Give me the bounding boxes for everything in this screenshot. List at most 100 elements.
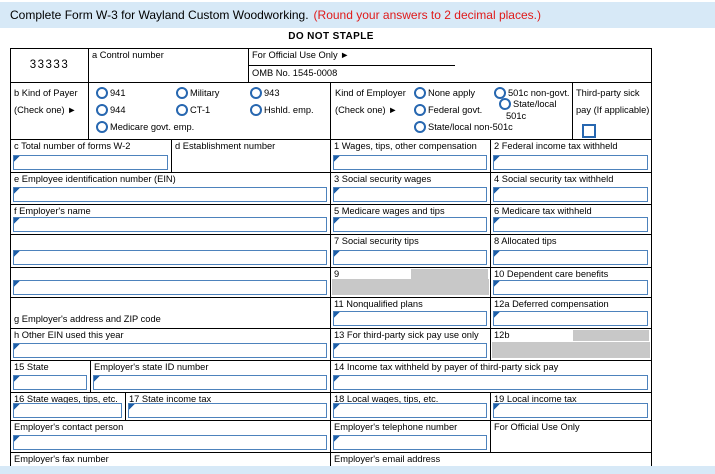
box-c-input[interactable] [13, 155, 168, 170]
cell-box-4: 4 Social security tax withheld [490, 172, 652, 205]
box-2-input[interactable] [493, 155, 648, 170]
state-id-number-input[interactable] [93, 375, 327, 390]
payer-option-943[interactable]: 943 [250, 87, 280, 99]
kind-of-employer-line2: (Check one) ► [335, 105, 398, 115]
box-f-input[interactable] [13, 217, 327, 232]
cell-box-17: 17 State income tax [125, 392, 331, 421]
employer-option-state-local-501c[interactable]: State/local [499, 98, 556, 110]
state-id-number-label: Employer's state ID number [94, 362, 209, 372]
box-11-label: 11 Nonqualified plans [334, 299, 423, 309]
telephone-number-label: Employer's telephone number [334, 422, 458, 432]
cell-box-16: 16 State wages, tips, etc. [10, 392, 126, 421]
box-h-input[interactable] [13, 343, 327, 358]
form-code: 33333 [29, 59, 70, 71]
employer-option-501c-non-govt[interactable]: 501c non-govt. [494, 87, 570, 99]
box-16-input[interactable] [13, 403, 122, 418]
control-number-label: a Control number [92, 50, 164, 60]
employer-option-federal-govt-label: Federal govt. [428, 105, 483, 115]
box-9-label: 9 [334, 269, 340, 279]
payer-option-941[interactable]: 941 [96, 87, 126, 99]
kind-of-payer-line1: b Kind of Payer [14, 88, 78, 98]
box-17-label: 17 State income tax [129, 394, 212, 404]
box-9-disabled-area [332, 279, 489, 295]
box-7-input[interactable] [333, 250, 487, 265]
payer-option-medicare[interactable]: Medicare govt. emp. [96, 121, 194, 133]
cell-box-14: 14 Income tax withheld by payer of third… [330, 360, 652, 393]
cell-official-use-top: For Official Use Only ► OMB No. 1545-000… [248, 48, 652, 83]
box-10-input[interactable] [493, 280, 648, 295]
box-12b-label: 12b [494, 330, 510, 340]
payer-option-ct1[interactable]: CT-1 [176, 104, 210, 116]
radio-icon [414, 87, 426, 99]
radio-icon [414, 104, 426, 116]
box-c-label: c Total number of forms W-2 [14, 141, 131, 151]
box-13-label: 13 For third-party sick pay use only [334, 330, 479, 340]
box-17-input[interactable] [128, 403, 327, 418]
payer-option-944[interactable]: 944 [96, 104, 126, 116]
cell-official-use-bottom: For Official Use Only [490, 420, 652, 453]
payer-option-944-label: 944 [110, 105, 126, 115]
cell-employer-address-line [10, 267, 331, 298]
box-14-input[interactable] [333, 375, 648, 390]
employer-option-state-non-501c[interactable]: State/local non-501c [414, 121, 513, 133]
employer-option-federal-govt[interactable]: Federal govt. [414, 104, 482, 116]
radio-icon [414, 121, 426, 133]
email-address-label: Employer's email address [334, 454, 441, 464]
cell-contact-person: Employer's contact person [10, 420, 331, 453]
instruction-text: Complete Form W-3 for Wayland Custom Woo… [10, 8, 309, 22]
box-3-input[interactable] [333, 187, 487, 202]
cell-box-c: c Total number of forms W-2 [10, 139, 172, 173]
third-party-sick-pay-checkbox[interactable] [582, 124, 596, 138]
employer-option-none-apply-label: None apply [428, 88, 476, 98]
cell-kind-of-payer-options: 941 Military 943 944 CT-1 Hshld. emp. Me… [88, 82, 331, 140]
employer-address-input[interactable] [13, 280, 327, 295]
contact-person-input[interactable] [13, 435, 327, 450]
box-12a-input[interactable] [493, 311, 648, 326]
cell-kind-of-employer: Kind of Employer (Check one) ► None appl… [330, 82, 573, 140]
payer-option-941-label: 941 [110, 88, 126, 98]
employer-option-none-apply[interactable]: None apply [414, 87, 475, 99]
box-e-label: e Employee identification number (EIN) [14, 174, 176, 184]
box-1-input[interactable] [333, 155, 487, 170]
radio-icon [250, 104, 262, 116]
cell-control-number: a Control number [88, 48, 249, 83]
radio-icon [499, 98, 511, 110]
cell-box-8: 8 Allocated tips [490, 234, 652, 268]
cell-kind-of-payer-label: b Kind of Payer (Check one) ► [10, 82, 89, 140]
cell-box-7: 7 Social security tips [330, 234, 491, 268]
official-use-label: For Official Use Only ► [252, 50, 350, 60]
payer-option-hshld[interactable]: Hshld. emp. [250, 104, 314, 116]
box-11-input[interactable] [333, 311, 487, 326]
box-5-label: 5 Medicare wages and tips [334, 206, 445, 216]
box-8-input[interactable] [493, 250, 648, 265]
box-18-input[interactable] [333, 403, 487, 418]
instruction-bar: Complete Form W-3 for Wayland Custom Woo… [0, 2, 715, 28]
cell-box-11: 11 Nonqualified plans [330, 297, 491, 329]
box-6-label: 6 Medicare tax withheld [494, 206, 592, 216]
box-19-input[interactable] [493, 403, 648, 418]
third-party-line1: Third-party sick [576, 88, 640, 98]
employer-name-line2-input[interactable] [13, 250, 327, 265]
box-5-input[interactable] [333, 217, 487, 232]
box-h-label: h Other EIN used this year [14, 330, 124, 340]
contact-person-label: Employer's contact person [14, 422, 124, 432]
box-13-input[interactable] [333, 343, 487, 358]
fax-number-label: Employer's fax number [14, 454, 109, 464]
kind-of-payer-line2: (Check one) ► [14, 105, 77, 115]
box-4-label: 4 Social security tax withheld [494, 174, 614, 184]
cell-box-12a: 12a Deferred compensation [490, 297, 652, 329]
payer-option-military[interactable]: Military [176, 87, 219, 99]
do-not-staple-heading: DO NOT STAPLE [288, 31, 374, 42]
employer-option-state-non-501c-label: State/local non-501c [428, 122, 513, 132]
box-6-input[interactable] [493, 217, 648, 232]
payer-option-ct1-label: CT-1 [190, 105, 211, 115]
cell-box-9: 9 [330, 267, 491, 298]
third-party-line2: pay (If applicable) [576, 105, 650, 115]
cell-box-15-state: 15 State [10, 360, 91, 393]
box-e-input[interactable] [13, 187, 327, 202]
box-4-input[interactable] [493, 187, 648, 202]
telephone-number-input[interactable] [333, 435, 487, 450]
cell-box-e: e Employee identification number (EIN) [10, 172, 331, 205]
box-15-state-input[interactable] [13, 375, 87, 390]
box-7-label: 7 Social security tips [334, 236, 419, 246]
